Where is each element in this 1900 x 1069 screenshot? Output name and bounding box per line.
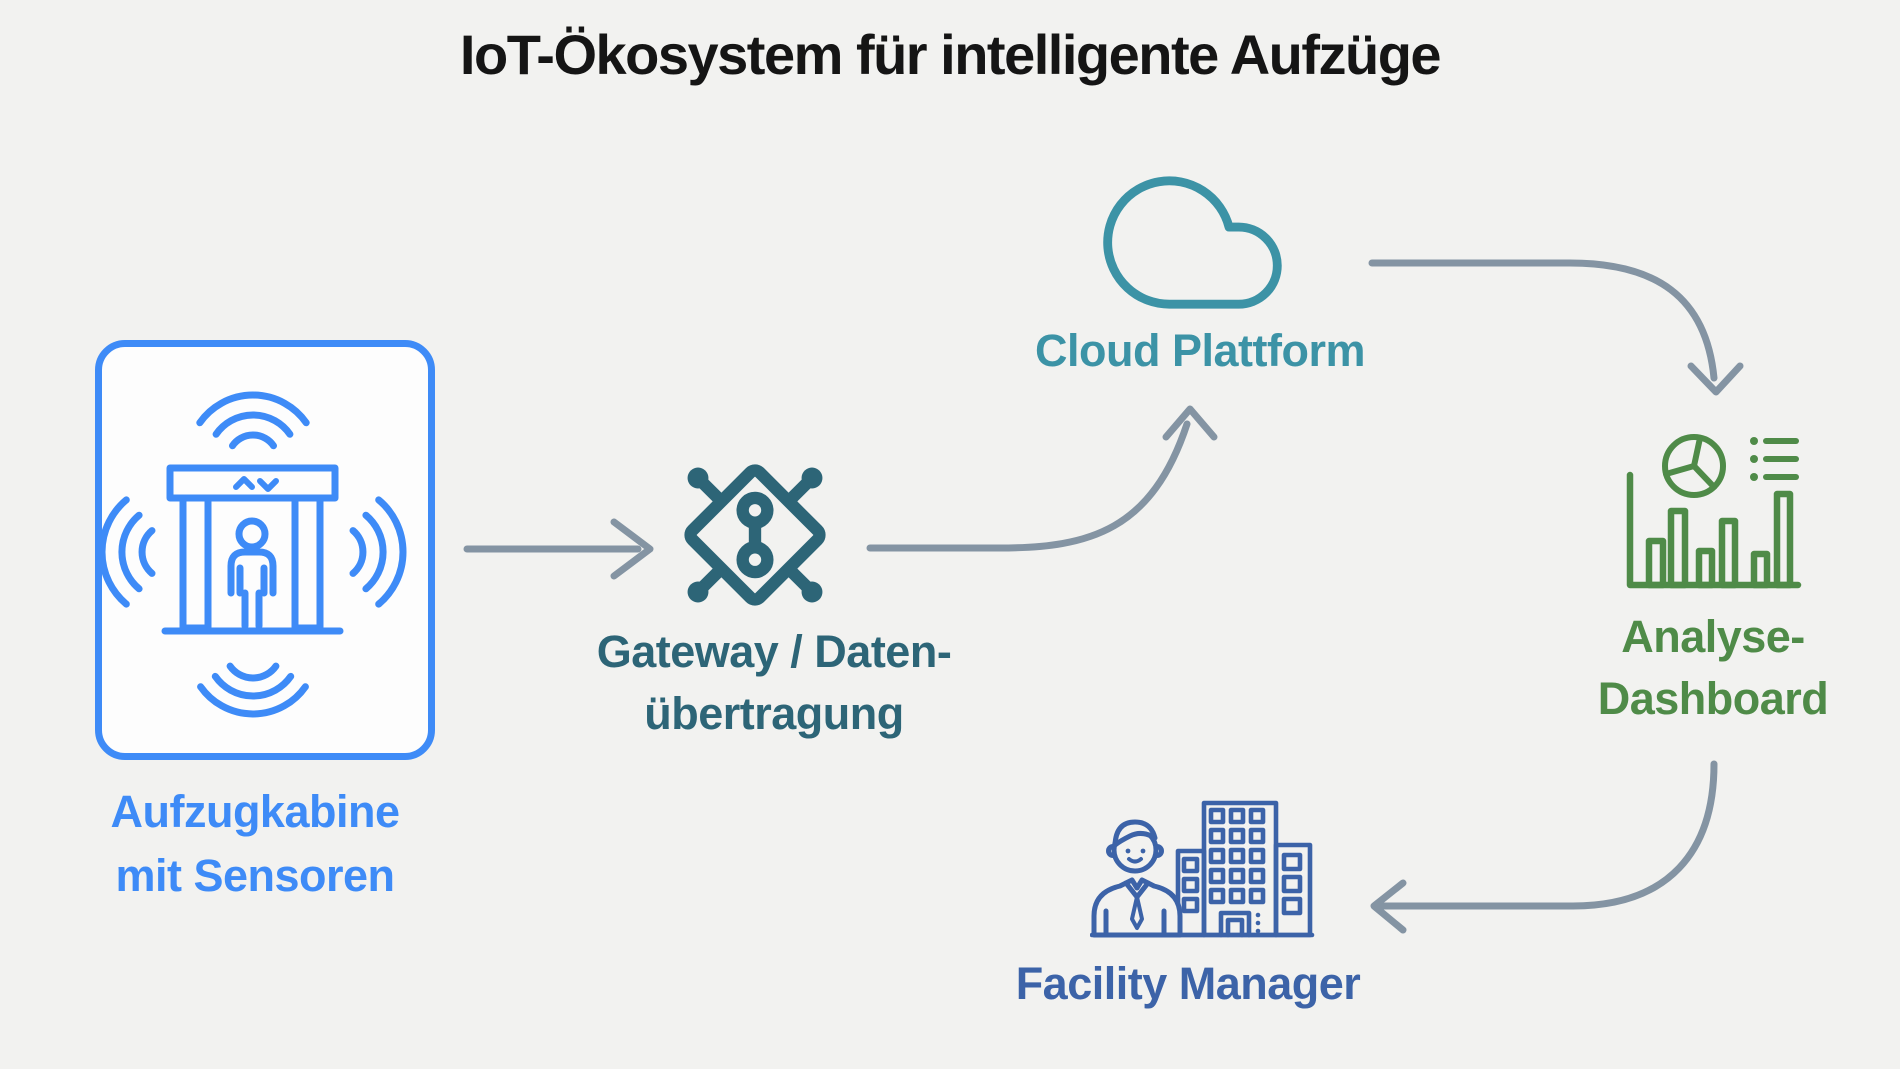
arrow-dashboard-to-facility [1370, 760, 1718, 934]
label-line: Dashboard [1597, 673, 1829, 724]
elevator-label: Aufzugkabine mit Sensoren [85, 780, 425, 908]
arrow-gateway-to-cloud [866, 405, 1218, 552]
chip-commit-glyph [736, 491, 774, 579]
label-line: Analyse- [1621, 611, 1805, 662]
facility-label: Facility Manager [938, 953, 1438, 1015]
arrow-elevator-to-gateway [463, 518, 654, 580]
signal-left-icon [98, 496, 156, 608]
building-glyph [1090, 800, 1315, 938]
manager-person-glyph [1091, 819, 1183, 938]
dashboard-label: Analyse- Dashboard [1463, 606, 1900, 730]
label-line: übertragung [644, 688, 904, 739]
elevator-frame [161, 464, 344, 635]
bar-chart-glyph [1626, 471, 1802, 589]
label-line: Cloud Plattform [1035, 325, 1365, 376]
diagram-title: IoT-Ökosystem für intelligente Aufzüge [459, 23, 1442, 86]
wifi-top-icon [196, 391, 310, 450]
gateway-label: Gateway / Daten- übertragung [524, 621, 1024, 745]
elevator-card [95, 340, 435, 760]
cloud-icon [1103, 176, 1282, 309]
label-line: Gateway / Daten- [596, 626, 952, 677]
elevator-cabin-with-sensors-icon [98, 391, 407, 718]
pie-chart-glyph [1662, 434, 1726, 498]
signal-right-icon [349, 496, 407, 608]
label-line: Aufzugkabine [110, 786, 400, 837]
label-line: mit Sensoren [115, 850, 395, 901]
cloud-label: Cloud Plattform [950, 320, 1450, 382]
signal-bottom-icon [197, 662, 309, 718]
person-icon [227, 517, 277, 630]
analytics-dashboard-icon [1626, 434, 1802, 589]
chip-gateway-icon [684, 464, 826, 606]
list-glyph [1750, 437, 1799, 481]
facility-manager-icon [1090, 800, 1315, 938]
label-line: Facility Manager [1015, 958, 1361, 1009]
chip-pads [687, 467, 823, 603]
